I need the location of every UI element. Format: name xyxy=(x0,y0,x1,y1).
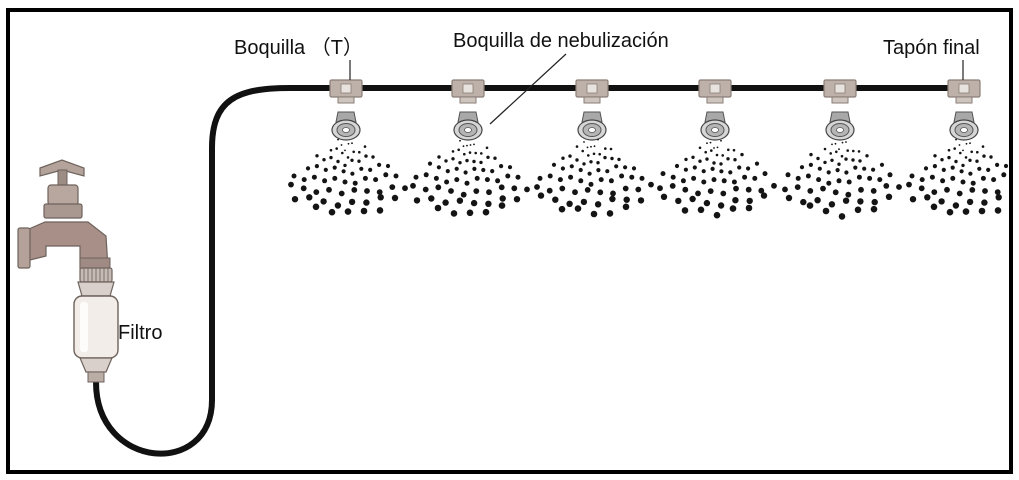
hose-path xyxy=(93,85,978,457)
label-boquilla-t: Boquilla （T） xyxy=(234,37,363,59)
mist-nozzle-icon xyxy=(453,111,483,141)
mist-spray xyxy=(534,138,654,218)
tee-fitting-icon xyxy=(329,79,363,104)
mist-spray xyxy=(782,141,902,220)
mist-nozzle-icon xyxy=(700,111,730,141)
label-filtro: Filtro xyxy=(118,322,163,344)
mist-spray xyxy=(906,138,1009,216)
hose-line xyxy=(93,85,978,457)
filter-icon xyxy=(73,267,119,383)
mist-spray xyxy=(410,139,530,217)
mist-spray-set xyxy=(288,138,1009,220)
tee-and-nozzle-set xyxy=(329,79,981,141)
label-boquilla-nebulizacion: Boquilla de nebulización xyxy=(453,30,669,52)
mist-nozzle-icon xyxy=(331,111,361,141)
tee-fitting-icon xyxy=(823,79,857,104)
mist-spray xyxy=(288,138,408,216)
tee-fitting-icon xyxy=(698,79,732,104)
tee-fitting-icon xyxy=(575,79,609,104)
mist-nozzle-icon xyxy=(825,111,855,141)
label-tapon-final: Tapón final xyxy=(883,37,980,59)
end-cap-icon xyxy=(947,79,981,104)
leader-lines xyxy=(349,53,964,125)
mist-nozzle-icon xyxy=(577,111,607,141)
tee-fitting-icon xyxy=(451,79,485,104)
leader-line-nebulizacion xyxy=(489,53,567,125)
mist-nozzle-icon xyxy=(949,111,979,141)
faucet-icon xyxy=(17,159,111,271)
mist-spray xyxy=(657,139,777,219)
